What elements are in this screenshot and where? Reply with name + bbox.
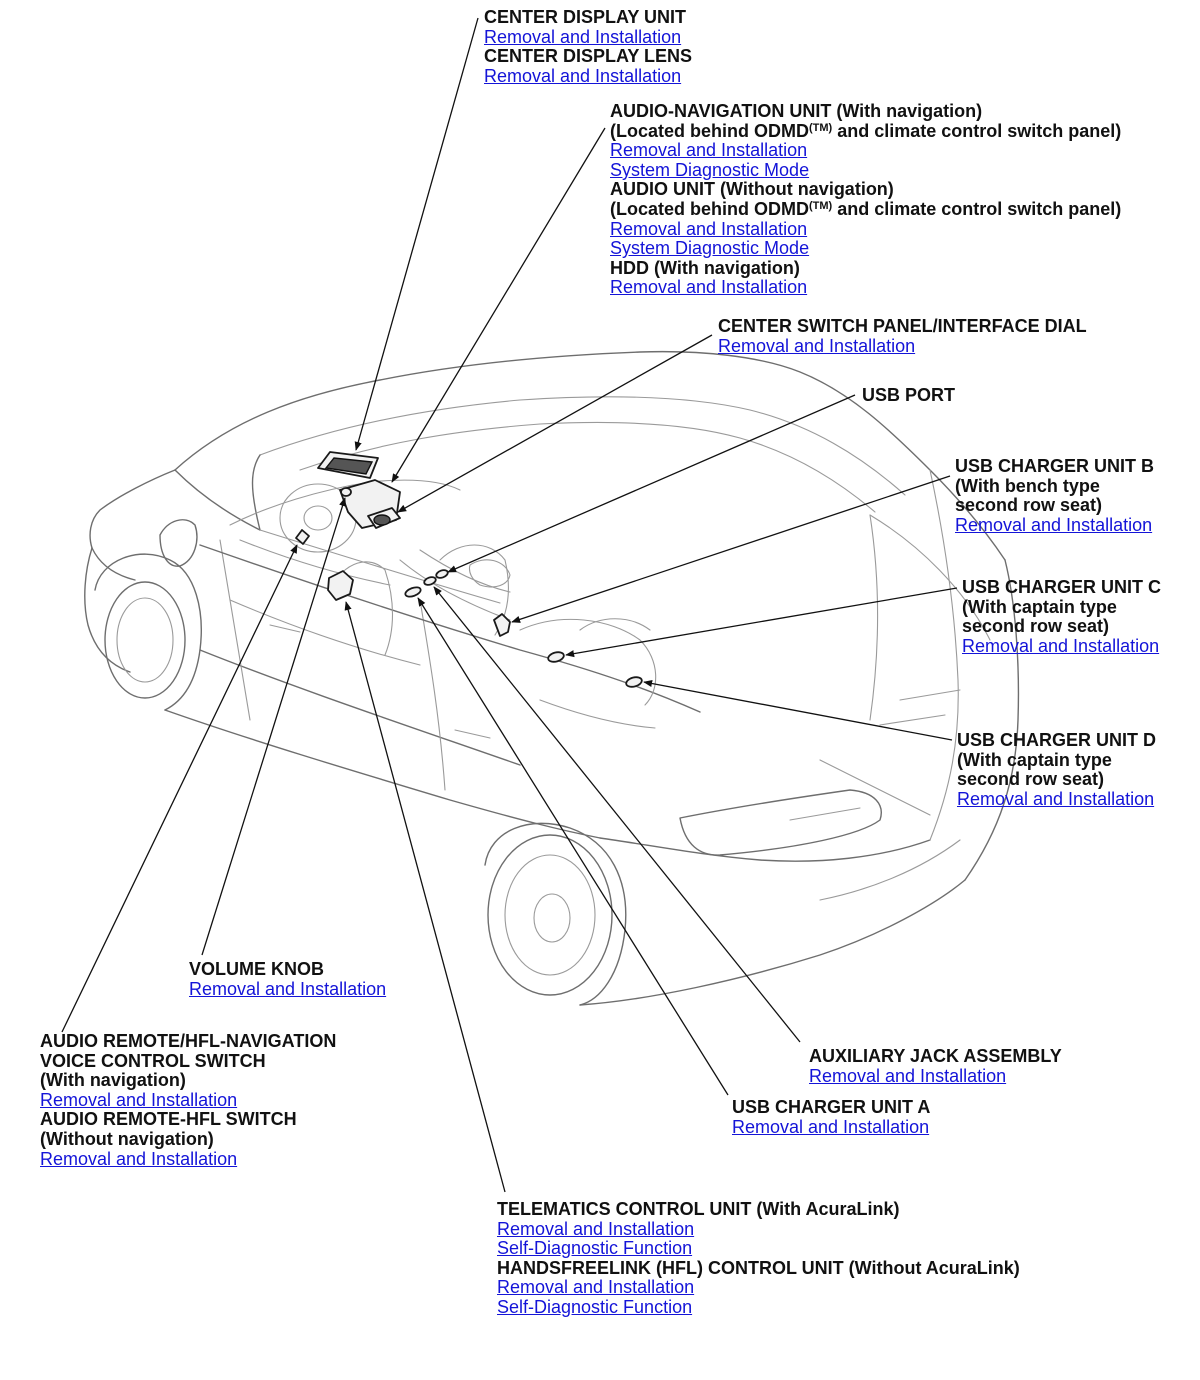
leader-lines [61, 17, 958, 1193]
usb-charger-b-removal-link[interactable]: Removal and Installation [955, 514, 1153, 535]
hdd-title: HDD (With navigation) [610, 257, 800, 278]
audio-remote-removal-link[interactable]: Removal and Installation [40, 1089, 238, 1110]
volume-knob-removal-link[interactable]: Removal and Installation [189, 978, 387, 999]
audio-navigation-unit-title: AUDIO-NAVIGATION UNIT (With navigation) [610, 101, 983, 121]
center-switch-panel-removal-link[interactable]: Removal and Installation [718, 335, 916, 356]
center-display-lens-title: CENTER DISPLAY LENS [484, 46, 693, 67]
audio-unit-title: AUDIO UNIT (Without navigation) [610, 179, 894, 200]
audio-navigation-diagnostic-link[interactable]: System Diagnostic Mode [610, 159, 810, 180]
usb-charger-b-condition-2: second row seat) [955, 495, 1103, 516]
usb-charger-b-condition: (With bench type [955, 475, 1100, 496]
leader-audio-remote [61, 544, 298, 1033]
center-switch-panel-title: CENTER SWITCH PANEL/INTERFACE DIAL [718, 316, 1087, 336]
audio-unit-location: (Located behind ODMD(TM) and climate con… [610, 198, 1122, 220]
usb-charger-d-removal-link[interactable]: Removal and Installation [957, 788, 1155, 809]
hfl-control-unit-title: HANDSFREELINK (HFL) CONTROL UNIT (Withou… [497, 1257, 1020, 1278]
leader-volume-knob [201, 497, 347, 956]
usb-charger-a-removal-link[interactable]: Removal and Installation [732, 1116, 930, 1137]
callout-usb-charger-b: USB CHARGER UNIT B (With bench type seco… [955, 456, 1155, 535]
callout-center-switch-panel: CENTER SWITCH PANEL/INTERFACE DIAL Remov… [718, 316, 1087, 356]
telematics-removal-link[interactable]: Removal and Installation [497, 1218, 695, 1239]
audio-remote-hfl-removal-link[interactable]: Removal and Installation [40, 1148, 238, 1169]
leader-aux-jack [433, 586, 801, 1043]
leader-usb-b [511, 475, 951, 623]
component-usb-charger-c [547, 651, 565, 663]
auxiliary-jack-title: AUXILIARY JACK ASSEMBLY [809, 1046, 1062, 1066]
leader-usb-d [643, 679, 953, 741]
usb-charger-b-title: USB CHARGER UNIT B [955, 456, 1155, 476]
leader-center-display [354, 17, 479, 451]
callout-usb-port: USB PORT [862, 385, 956, 406]
component-usb-charger-d [625, 676, 643, 688]
callout-usb-charger-c: USB CHARGER UNIT C (With captain type se… [962, 577, 1162, 656]
callout-auxiliary-jack: AUXILIARY JACK ASSEMBLY Removal and Inst… [809, 1046, 1062, 1086]
leader-usb-port [447, 394, 856, 573]
usb-charger-d-condition-2: second row seat) [957, 769, 1105, 790]
component-usb-port [435, 569, 449, 579]
vehicle-body-outline [84, 350, 1020, 1006]
callout-audio-remote-switch: AUDIO REMOTE/HFL-NAVIGATION VOICE CONTRO… [40, 1031, 337, 1169]
leader-usb-a [417, 597, 729, 1096]
location-text: (Located behind ODMD [610, 120, 809, 141]
location-text-end: and climate control switch panel) [832, 198, 1122, 219]
audio-navigation-removal-link[interactable]: Removal and Installation [610, 140, 808, 161]
component-usb-charger-a [404, 586, 422, 598]
usb-charger-d-condition: (With captain type [957, 749, 1112, 770]
audio-remote-hfl-condition: (Without navigation) [40, 1128, 214, 1149]
usb-charger-c-condition: (With captain type [962, 596, 1117, 617]
component-aux-jack [423, 576, 437, 586]
telematics-diagnostic-link[interactable]: Self-Diagnostic Function [497, 1238, 693, 1259]
audio-remote-condition: (With navigation) [40, 1070, 186, 1091]
center-display-unit-title: CENTER DISPLAY UNIT [484, 7, 687, 27]
usb-charger-d-title: USB CHARGER UNIT D [957, 730, 1157, 750]
telematics-title: TELEMATICS CONTROL UNIT (With AcuraLink) [497, 1199, 900, 1219]
component-volume-knob [340, 487, 352, 497]
component-audio-unit [339, 479, 401, 529]
center-display-unit-removal-link[interactable]: Removal and Installation [484, 26, 682, 47]
leader-usb-c [565, 587, 958, 658]
hdd-removal-link[interactable]: Removal and Installation [610, 277, 808, 298]
leader-telematics [344, 601, 506, 1193]
audio-remote-title: AUDIO REMOTE/HFL-NAVIGATION [40, 1031, 337, 1051]
usb-charger-c-condition-2: second row seat) [962, 616, 1110, 637]
audio-unit-removal-link[interactable]: Removal and Installation [610, 218, 808, 239]
center-display-lens-removal-link[interactable]: Removal and Installation [484, 65, 682, 86]
callout-telematics: TELEMATICS CONTROL UNIT (With AcuraLink)… [497, 1199, 1020, 1318]
usb-charger-c-title: USB CHARGER UNIT C [962, 577, 1162, 597]
usb-port-title: USB PORT [862, 385, 956, 405]
component-audio-remote-switch [295, 529, 310, 545]
leader-audio-unit [391, 127, 606, 483]
audio-remote-title-2: VOICE CONTROL SWITCH [40, 1050, 266, 1071]
callout-usb-charger-a: USB CHARGER UNIT A Removal and Installat… [732, 1097, 931, 1137]
component-telematics-unit [327, 570, 354, 601]
location-text-end: and climate control switch panel) [832, 120, 1122, 141]
leader-center-switch [397, 334, 713, 513]
trademark-mark: (TM) [809, 199, 833, 212]
hfl-control-unit-diagnostic-link[interactable]: Self-Diagnostic Function [497, 1296, 693, 1317]
component-usb-charger-b [493, 613, 511, 637]
audio-unit-diagnostic-link[interactable]: System Diagnostic Mode [610, 238, 810, 259]
callout-volume-knob: VOLUME KNOB Removal and Installation [189, 959, 387, 999]
callout-audio-navigation: AUDIO-NAVIGATION UNIT (With navigation) … [610, 101, 1122, 298]
hfl-control-unit-removal-link[interactable]: Removal and Installation [497, 1277, 695, 1298]
audio-remote-hfl-title: AUDIO REMOTE-HFL SWITCH [40, 1109, 297, 1130]
location-text: (Located behind ODMD [610, 198, 809, 219]
callout-usb-charger-d: USB CHARGER UNIT D (With captain type se… [957, 730, 1157, 809]
audio-navigation-location: (Located behind ODMD(TM) and climate con… [610, 120, 1122, 142]
callout-center-display: CENTER DISPLAY UNIT Removal and Installa… [484, 7, 693, 86]
auxiliary-jack-removal-link[interactable]: Removal and Installation [809, 1065, 1007, 1086]
volume-knob-title: VOLUME KNOB [189, 959, 324, 979]
usb-charger-a-title: USB CHARGER UNIT A [732, 1097, 931, 1117]
trademark-mark: (TM) [809, 121, 833, 134]
component-center-display [317, 451, 379, 479]
usb-charger-c-removal-link[interactable]: Removal and Installation [962, 635, 1160, 656]
